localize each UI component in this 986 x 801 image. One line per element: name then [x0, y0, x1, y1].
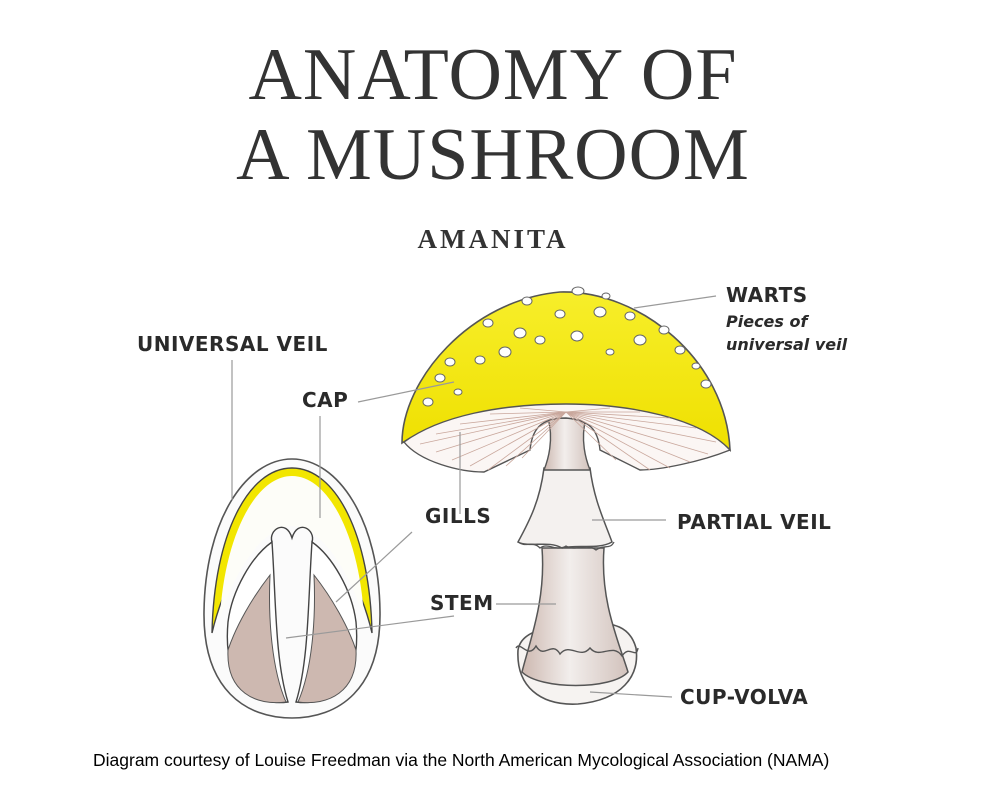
- label-warts-note-line-1: Pieces of: [726, 312, 807, 331]
- partial-veil-ring: [518, 468, 612, 548]
- label-partial-veil: PARTIAL VEIL: [677, 510, 831, 534]
- label-cap: CAP: [302, 388, 348, 412]
- mature-mushroom: [402, 287, 730, 704]
- image-credit-caption: Diagram courtesy of Louise Freedman via …: [93, 750, 829, 771]
- label-warts: WARTS: [726, 283, 808, 307]
- label-gills: GILLS: [425, 504, 491, 528]
- label-warts-note-line-2: universal veil: [726, 335, 847, 354]
- stem: [522, 548, 628, 686]
- label-cup-volva: CUP-VOLVA: [680, 685, 808, 709]
- button-stage-cross-section: [204, 459, 380, 718]
- leader-warts: [634, 296, 716, 308]
- label-stem: STEM: [430, 591, 494, 615]
- label-universal-veil: UNIVERSAL VEIL: [137, 332, 328, 356]
